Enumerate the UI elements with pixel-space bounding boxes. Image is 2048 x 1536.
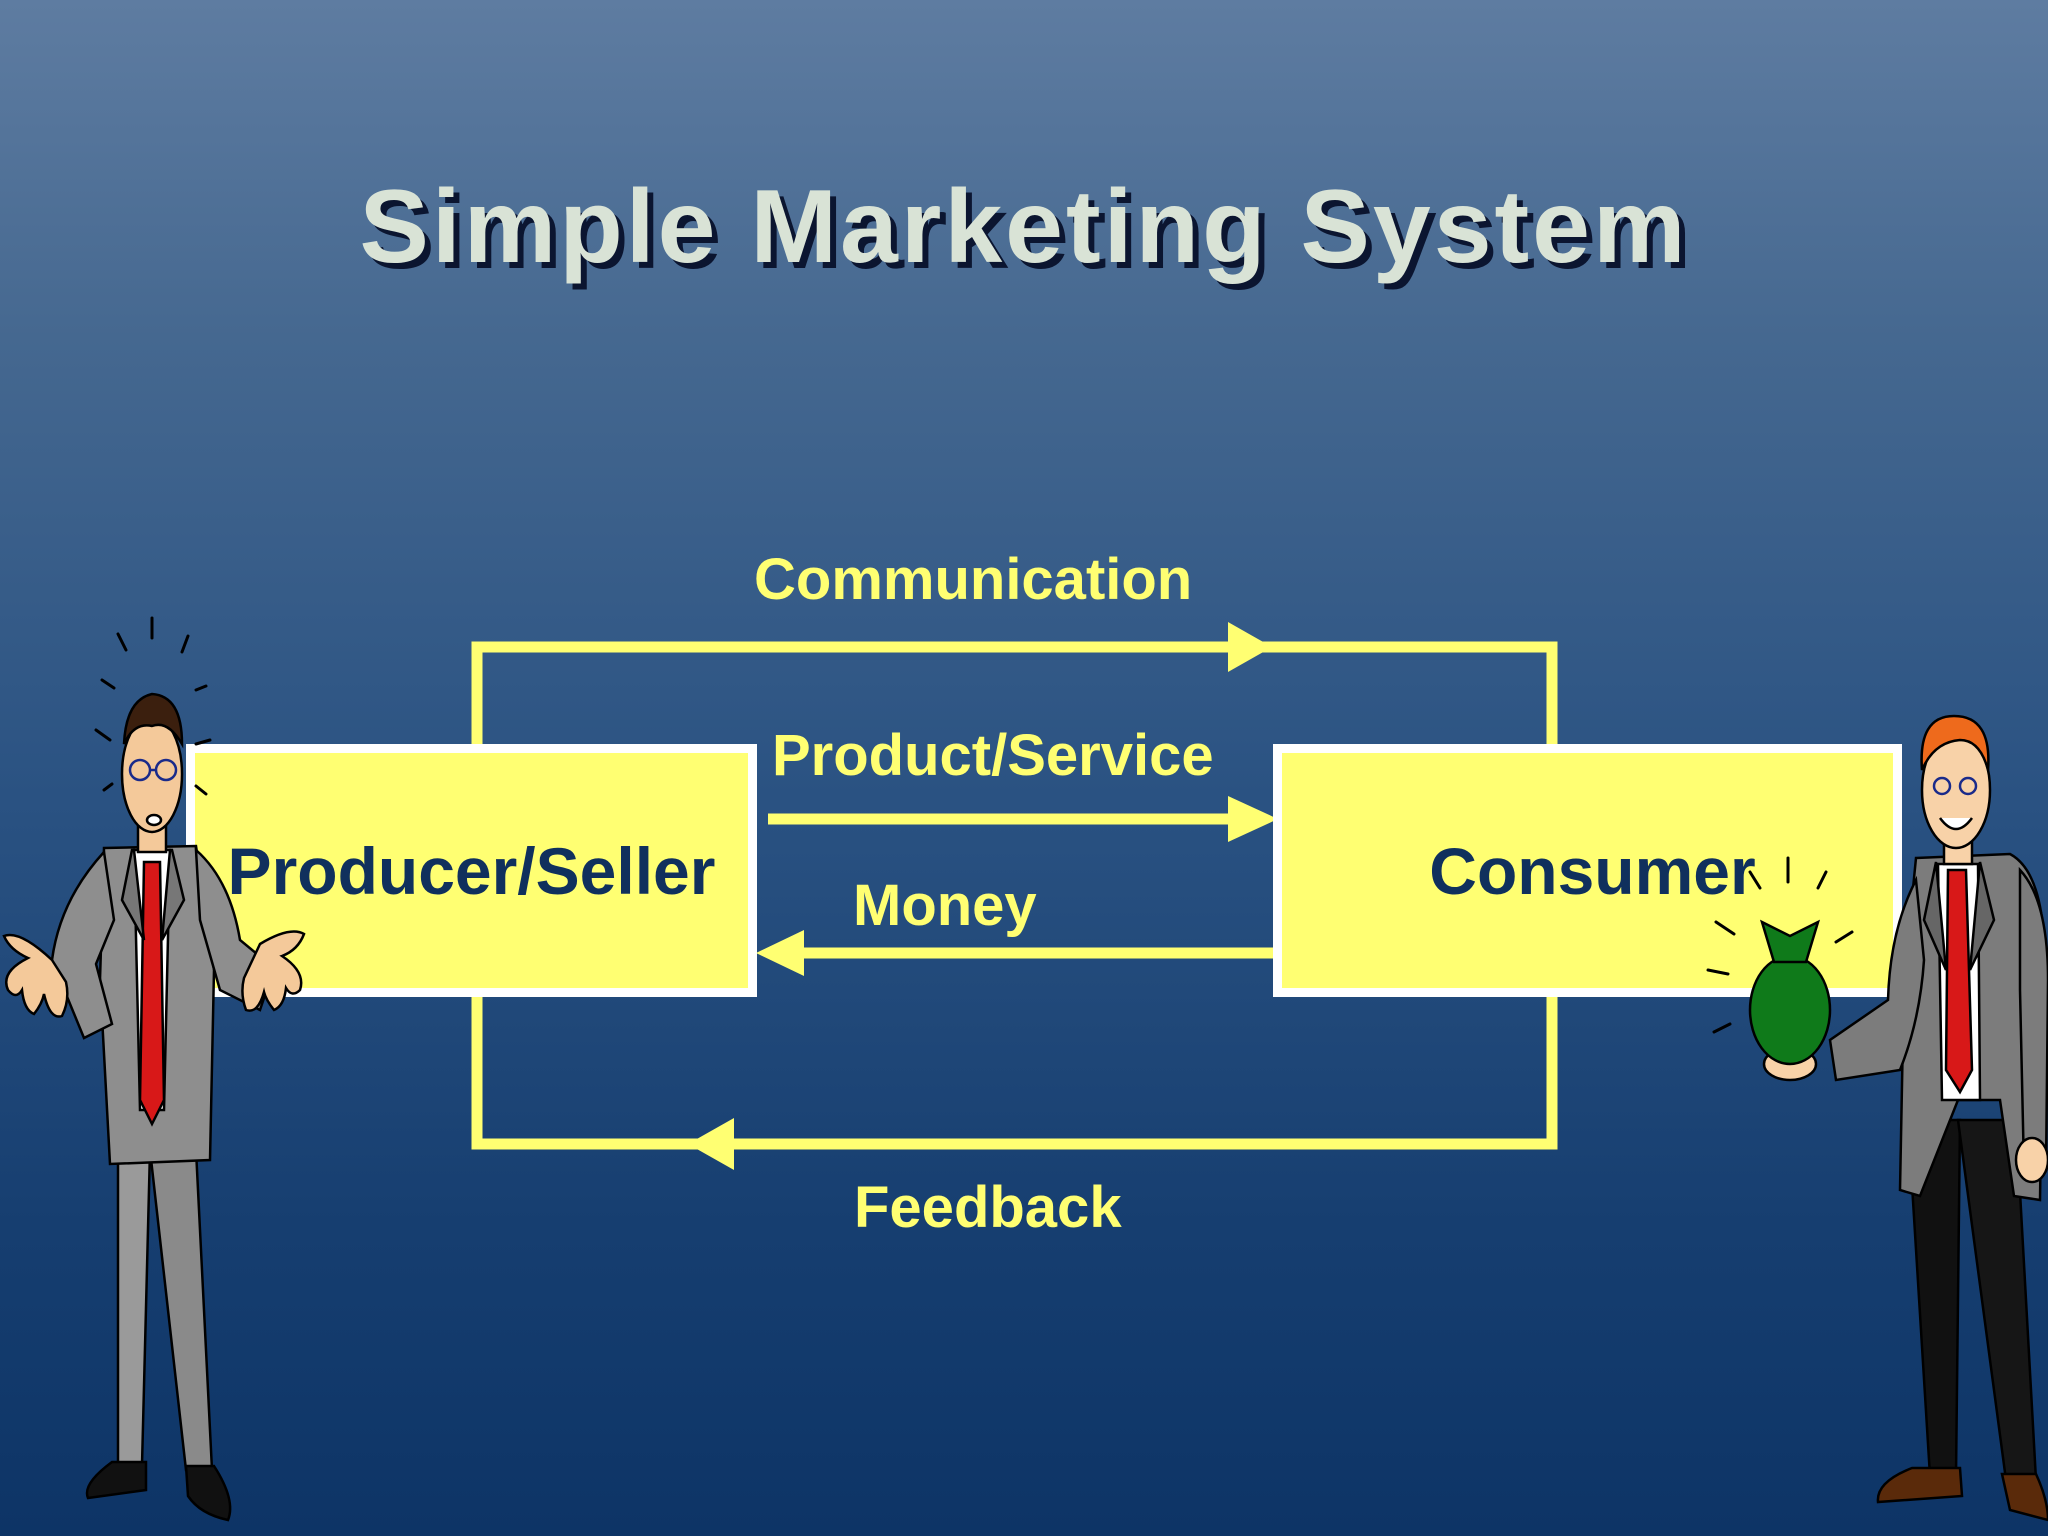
money-label: Money: [853, 873, 1037, 938]
feedback-arrowhead: [688, 1118, 734, 1170]
feedback-label: Feedback: [854, 1175, 1122, 1240]
product-service-label: Product/Service: [772, 723, 1214, 788]
communication-arrowhead: [1228, 622, 1272, 672]
money-arrowhead: [756, 930, 804, 976]
slide-title: Simple Marketing System: [359, 169, 1689, 285]
communication-arrow-line: [471, 641, 1558, 756]
communication-label: Communication: [754, 547, 1193, 612]
product-service-arrowhead: [1228, 796, 1278, 842]
feedback-arrow-line: [471, 990, 1558, 1150]
